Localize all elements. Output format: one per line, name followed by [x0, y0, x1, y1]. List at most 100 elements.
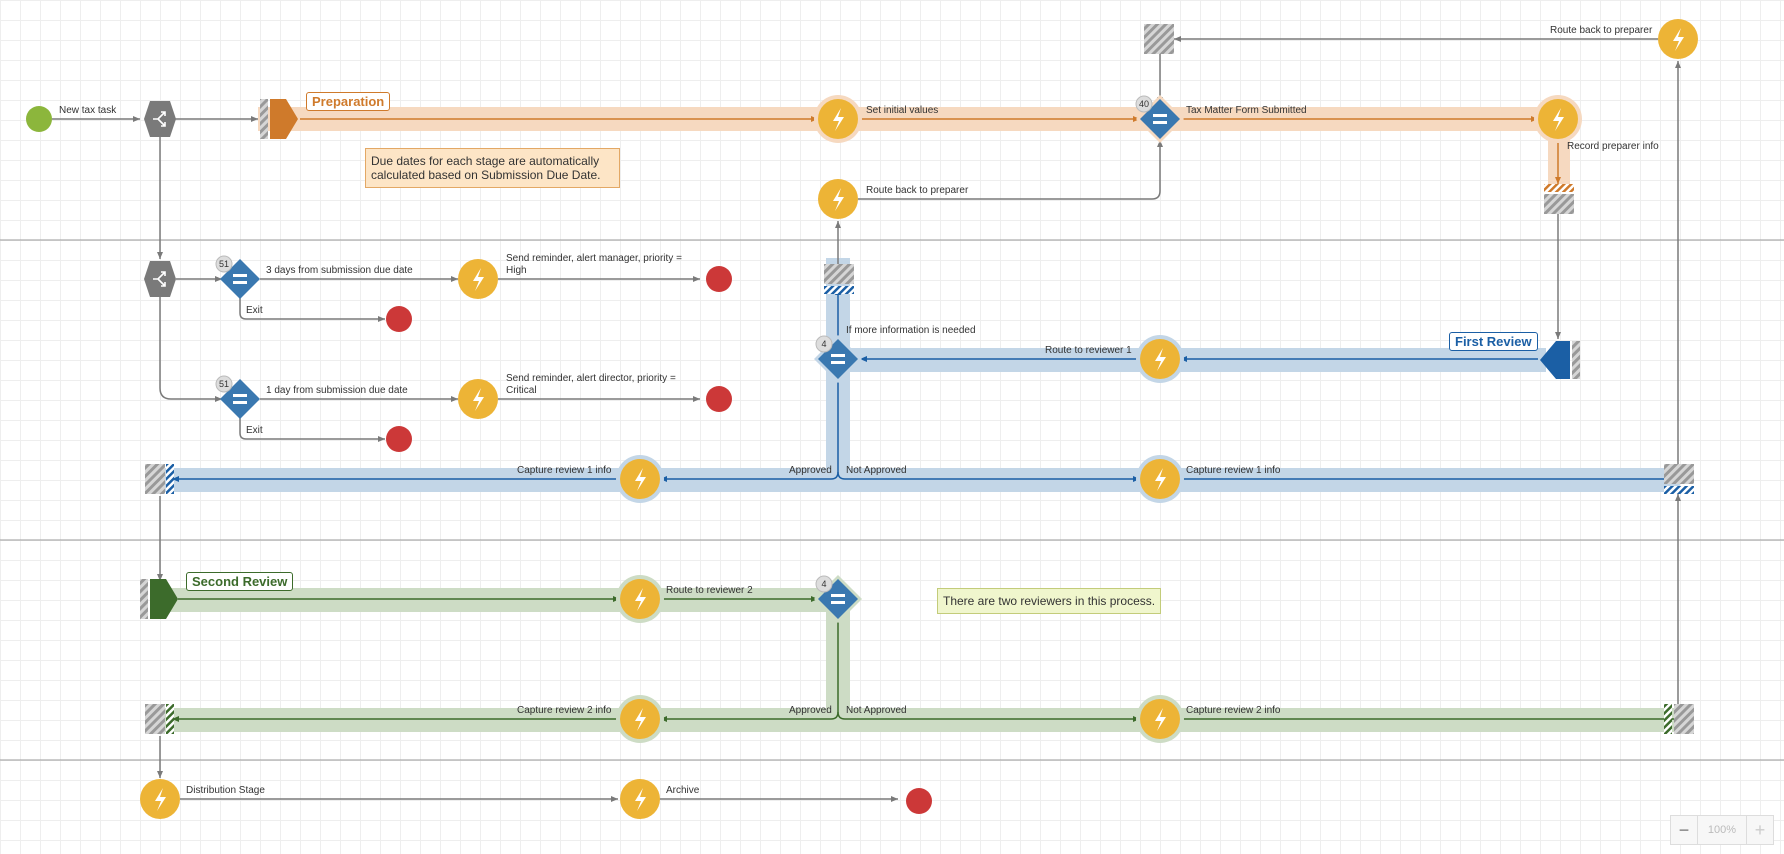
first-review-connectors: [172, 288, 1694, 482]
lightning-bolt-icon: [1155, 348, 1166, 371]
label-record-preparer-info: Record preparer info: [1567, 141, 1659, 152]
start-event[interactable]: [26, 106, 52, 132]
lightning-bolt-icon: [1155, 468, 1166, 491]
event-capture-review-2-right[interactable]: [1140, 699, 1180, 739]
annotation-reviewers[interactable]: There are two reviewers in this process.: [937, 588, 1162, 614]
lightning-bolt-icon: [833, 108, 844, 131]
lightning-bolt-icon: [473, 388, 484, 411]
equals-icon: [831, 594, 845, 597]
label-send-reminder-manager: Send reminder, alert manager, priority =…: [506, 253, 682, 276]
lightning-bolt-icon: [155, 788, 166, 811]
event-route-back-mid[interactable]: [818, 179, 858, 219]
lightning-bolt-icon: [833, 188, 844, 211]
stage-label-second-review[interactable]: Second Review: [186, 572, 294, 591]
label-tax-matter-form-submitted: Tax Matter Form Submitted: [1186, 105, 1307, 116]
fork-node[interactable]: [144, 101, 176, 137]
end-event[interactable]: [906, 788, 932, 814]
preparation-connectors: [300, 116, 1561, 184]
lightning-bolt-icon: [1553, 108, 1564, 131]
fork-node[interactable]: [144, 261, 176, 297]
event-capture-review-1-left[interactable]: [620, 459, 660, 499]
zoom-level: 100%: [1697, 816, 1747, 844]
end-event[interactable]: [386, 306, 412, 332]
label-capture-review-1-right: Capture review 1 info: [1186, 465, 1281, 476]
event-route-to-reviewer-2[interactable]: [620, 579, 660, 619]
second-review-left-end: [145, 704, 174, 734]
count-badge: 51: [215, 375, 233, 393]
label-capture-review-2-left: Capture review 2 info: [517, 705, 612, 716]
label-approved: Approved: [789, 705, 832, 716]
event-capture-review-2-left[interactable]: [620, 699, 660, 739]
stage-label-first-review[interactable]: First Review: [1449, 332, 1538, 351]
first-review-stage-start[interactable]: [1540, 341, 1580, 379]
label-route-to-reviewer-2: Route to reviewer 2: [666, 585, 753, 596]
count-badge: 4: [815, 575, 833, 593]
label-not-approved: Not Approved: [846, 465, 907, 476]
zoom-in-button[interactable]: +: [1754, 819, 1766, 840]
event-set-initial-values[interactable]: [818, 99, 858, 139]
second-review-right-end: [1664, 704, 1694, 734]
event-reminder-manager[interactable]: [458, 259, 498, 299]
equals-icon: [233, 274, 247, 277]
event-archive[interactable]: [620, 779, 660, 819]
label-route-back-mid: Route back to preparer: [866, 185, 969, 196]
count-badge: 4: [815, 335, 833, 353]
event-route-to-reviewer-1[interactable]: [1140, 339, 1180, 379]
label-route-to-reviewer-1: Route to reviewer 1: [1045, 345, 1132, 356]
label-new-tax-task: New tax task: [59, 105, 117, 116]
link-block: [1144, 24, 1174, 54]
label-capture-review-2-right: Capture review 2 info: [1186, 705, 1281, 716]
label-approved: Approved: [789, 465, 832, 476]
label-set-initial-values: Set initial values: [866, 105, 939, 116]
label-send-reminder-director: Send reminder, alert director, priority …: [506, 373, 676, 396]
return-link-block: [824, 264, 854, 294]
node-halos: [616, 95, 1582, 743]
svg-text:4: 4: [821, 579, 826, 589]
label-distribution-stage: Distribution Stage: [186, 785, 265, 796]
label-archive: Archive: [666, 785, 700, 796]
second-review-connectors: [172, 596, 1674, 722]
lightning-bolt-icon: [1155, 708, 1166, 731]
zoom-out-button[interactable]: −: [1678, 819, 1690, 840]
event-distribution-stage[interactable]: [140, 779, 180, 819]
label-route-back-top: Route back to preparer: [1550, 25, 1653, 36]
label-if-more-info: If more information is needed: [846, 325, 976, 336]
lightning-bolt-icon: [635, 468, 646, 491]
label-exit: Exit: [246, 425, 263, 436]
event-reminder-director[interactable]: [458, 379, 498, 419]
equals-icon: [233, 394, 247, 397]
stage-bands: [160, 107, 1680, 732]
annotation-due-dates[interactable]: Due dates for each stage are automatical…: [365, 148, 620, 188]
event-record-preparer-info[interactable]: [1538, 99, 1578, 139]
end-event[interactable]: [706, 386, 732, 412]
event-route-back-top[interactable]: [1658, 19, 1698, 59]
zoom-control: − 100% +: [1670, 815, 1774, 845]
label-not-approved: Not Approved: [846, 705, 907, 716]
preparation-stage-start[interactable]: [260, 99, 298, 139]
equals-icon: [1153, 114, 1167, 117]
lightning-bolt-icon: [635, 708, 646, 731]
label-exit: Exit: [246, 305, 263, 316]
label-one-day: 1 day from submission due date: [266, 385, 408, 396]
first-review-right-end: [1664, 464, 1694, 494]
gray-connectors: [52, 36, 1681, 802]
lightning-bolt-icon: [635, 788, 646, 811]
second-review-stage-start[interactable]: [140, 579, 178, 619]
label-three-days: 3 days from submission due date: [266, 265, 413, 276]
event-capture-review-1-right[interactable]: [1140, 459, 1180, 499]
fork-icon: [153, 111, 166, 127]
svg-text:4: 4: [821, 339, 826, 349]
count-badge: 40: [1135, 95, 1153, 113]
end-event[interactable]: [706, 266, 732, 292]
svg-text:51: 51: [219, 259, 229, 269]
end-event[interactable]: [386, 426, 412, 452]
count-badge: 51: [215, 255, 233, 273]
fork-icon: [153, 271, 166, 287]
equals-icon: [831, 354, 845, 357]
lightning-bolt-icon: [635, 588, 646, 611]
label-capture-review-1-left: Capture review 1 info: [517, 465, 612, 476]
stage-label-preparation[interactable]: Preparation: [306, 92, 391, 111]
svg-text:40: 40: [1139, 99, 1149, 109]
first-review-left-end: [145, 464, 174, 494]
